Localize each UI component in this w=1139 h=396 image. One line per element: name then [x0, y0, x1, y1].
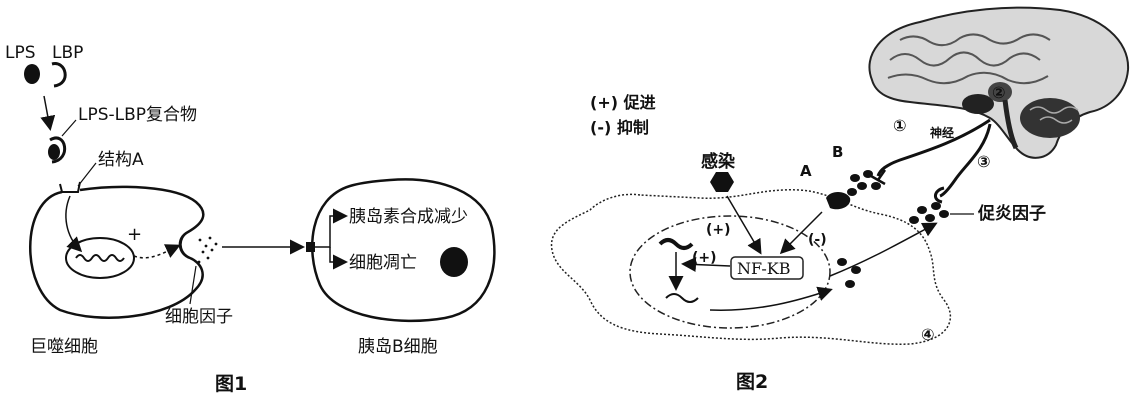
lbp-molecule: [51, 62, 67, 88]
nucleus-boundary: [629, 215, 831, 329]
cytokine-receptor: [306, 242, 315, 252]
dna-coil: [75, 254, 125, 262]
complex-label: LPS-LBP复合物: [78, 105, 197, 125]
beta-cell: [310, 178, 496, 323]
neurotransmitter-b: [847, 170, 881, 196]
cytoplasm-cytokines: [837, 258, 861, 288]
legend-promote: (+) 促进: [590, 93, 656, 112]
figure-1: LPS LBP LPS-LBP复合物 结构A +: [5, 43, 496, 395]
figure-1-caption: 图1: [215, 373, 247, 395]
secretion-arrow-2: [829, 222, 938, 277]
apoptotic-body: [440, 247, 468, 277]
infection-label: 感染: [701, 151, 735, 172]
infection-arrow: [726, 195, 762, 255]
translation-arrow: [709, 286, 833, 311]
macrophage-label: 巨噬细胞: [30, 337, 98, 357]
plus-label-1: (+): [706, 222, 731, 238]
nucleus: [65, 237, 135, 279]
label-1: ①: [893, 116, 907, 135]
secretion-arrow: [133, 244, 181, 259]
vesicle: [179, 231, 191, 259]
pathogen-hexagon: [710, 172, 734, 192]
beta-cell-label: 胰岛B细胞: [358, 337, 438, 357]
nfkb-box: [730, 256, 804, 280]
label-2: ②: [992, 83, 1006, 102]
structure-a-label: 结构A: [98, 150, 144, 170]
minus-label: (-): [808, 232, 827, 248]
receptor-structure-a: [59, 181, 81, 193]
proinflammatory-particles: [909, 202, 949, 224]
cytokine-particles: [197, 236, 218, 264]
cytokine-label: 细胞因子: [165, 307, 233, 327]
lps-molecule: [24, 64, 40, 84]
label-a: A: [800, 162, 812, 180]
signal-arrow: [65, 195, 83, 253]
structure-a-pointer: [77, 162, 97, 187]
mrna-bottom: [665, 293, 699, 303]
receptor-a: [826, 192, 851, 210]
lps-label: LPS: [5, 43, 36, 63]
label-4: ④: [921, 325, 935, 344]
figure-2-caption: 图2: [736, 371, 768, 393]
complex-pointer: [61, 119, 77, 137]
nerve-terminal-1: [870, 169, 887, 186]
plus-label-2: (+): [692, 250, 717, 266]
nerve-pathway-1: [876, 118, 991, 177]
plus-sign: +: [127, 224, 142, 245]
macrophage-cell: [29, 185, 205, 319]
effect-apoptosis: 细胞凋亡: [349, 253, 417, 273]
lbp-label: LBP: [52, 43, 83, 63]
inhibit-arrow: [779, 211, 823, 255]
label-3: ③: [977, 152, 991, 171]
label-b: B: [832, 143, 843, 161]
macrophage-membrane: [550, 189, 952, 345]
branch-arrow-down: [329, 247, 348, 270]
cytokine-pointer: [189, 265, 197, 305]
nfkb-to-dna-arrow: [681, 257, 731, 273]
lps-lbp-complex: [48, 136, 67, 164]
figure-2: (+) 促进 (-) 抑制 ② 神经 ① ③ B: [550, 6, 1130, 393]
nerve-pathway-3: [939, 123, 992, 198]
branch-arrow-up: [315, 208, 348, 248]
dna-top: [658, 238, 694, 250]
nfkb-label: NF-KB: [737, 259, 791, 278]
legend-inhibit: (-) 抑制: [590, 118, 649, 137]
effect-insulin: 胰岛素合成减少: [349, 207, 468, 227]
nerve-label: 神经: [930, 125, 954, 140]
nerve-terminal-3: [934, 186, 945, 204]
binding-arrow: [40, 95, 56, 131]
brain-illustration: [868, 6, 1130, 159]
inflammatory-label: 促炎因子: [977, 203, 1046, 224]
